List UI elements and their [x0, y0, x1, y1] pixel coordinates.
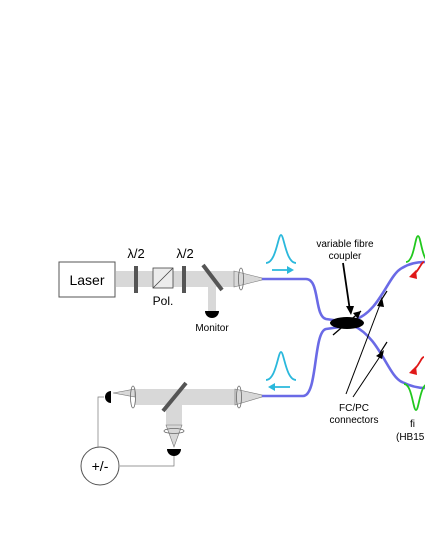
laser-box: Laser [58, 261, 116, 298]
laser-label: Laser [69, 272, 104, 288]
coupler-label-line2: coupler [329, 251, 362, 262]
lower-mirror-icon [161, 381, 188, 413]
sign-control-label: +/- [92, 458, 109, 474]
lower-lens-icon-2 [236, 385, 242, 409]
red-arrow-head-lower [409, 366, 417, 375]
polarizer-label: Pol. [153, 294, 174, 308]
connector-lower-icon [379, 341, 388, 354]
lower-lens-icon-3 [163, 428, 185, 434]
connector-pointer-arrowhead-2 [376, 350, 384, 359]
upper-lens-icon [238, 267, 244, 291]
sign-control-circle: +/- [80, 446, 120, 486]
outgoing-pulse-upper [265, 234, 297, 271]
lower-lens-icon-1 [130, 385, 136, 409]
optical-fibres [262, 260, 425, 398]
returning-arrow-head-lower [268, 383, 275, 391]
connector-pointer-arrowhead-1 [377, 297, 384, 307]
fibre-label-partial-2: (HB15 [396, 432, 425, 443]
connector-pointers [345, 301, 382, 398]
polarizer-cube-icon [152, 267, 174, 289]
coupler-pointer [342, 262, 351, 312]
coupler-pointer-arrowhead [346, 306, 354, 315]
half-wave-plate-1-label: λ/2 [127, 246, 144, 261]
green-pulse-lower [403, 383, 425, 411]
monitor-label: Monitor [195, 323, 229, 334]
bottom-detector-icon [167, 449, 181, 456]
outgoing-arrow-head-upper [287, 266, 294, 274]
upper-mirror-icon [201, 263, 224, 292]
returning-pulse-lower [265, 351, 297, 388]
connectors-label-line2: connectors [330, 415, 379, 426]
connectors-label-line1: FC/PC [339, 403, 369, 414]
half-wave-plate-2-label: λ/2 [176, 246, 193, 261]
half-wave-plate-2 [182, 266, 186, 293]
upper-beam-path [116, 270, 263, 311]
red-arrow-head-upper [409, 270, 417, 279]
coupler-label-line1: variable fibre [316, 239, 374, 250]
fibre-coupler-icon [330, 310, 364, 336]
half-wave-plate-1 [134, 266, 138, 293]
fibre-label-partial-1: fi [410, 419, 415, 430]
green-pulse-upper [405, 235, 425, 263]
left-detector-icon [105, 391, 111, 403]
lower-beam-path [112, 388, 263, 448]
monitor-detector-icon [205, 311, 219, 318]
